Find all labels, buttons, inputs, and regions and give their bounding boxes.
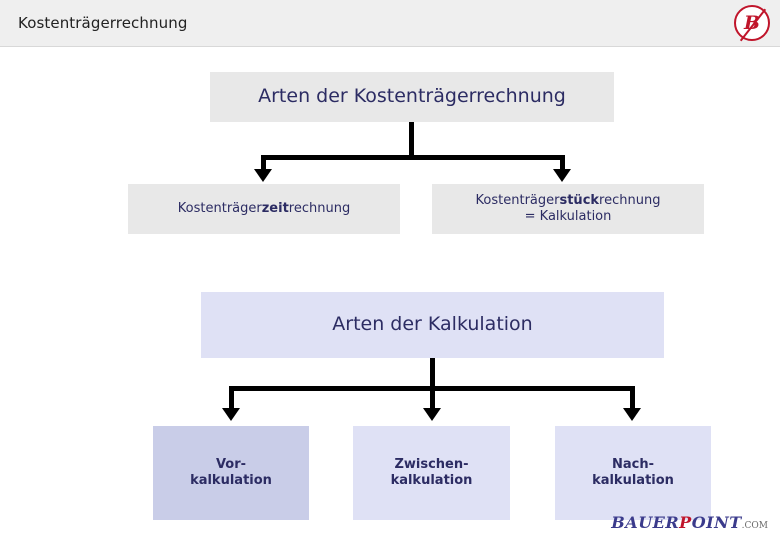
connector-drop-right-1 xyxy=(560,155,565,171)
bauerpoint-logo-icon: B xyxy=(734,5,770,42)
footer-brand-com: .COM xyxy=(741,521,768,531)
nachkalkulation-line2: kalkulation xyxy=(592,473,674,488)
box-vorkalkulation: Vor- kalkulation xyxy=(153,426,309,520)
footer-brand-p: P xyxy=(679,513,692,532)
kostentraegerstueckrechnung-line2: = Kalkulation xyxy=(524,209,612,224)
kostentraegerstueckrechnung-emphasis: stück xyxy=(559,192,600,208)
kostentraegerzeitrechnung-emphasis: zeit xyxy=(261,200,289,216)
kostentraegerzeitrechnung-suffix: rechnung xyxy=(288,200,351,216)
connector-stem-1 xyxy=(409,122,414,160)
kostentraegerstueckrechnung-prefix: Kostenträger xyxy=(475,192,560,208)
box-kostentraegerstueckrechnung: Kostenträgerstückrechnung = Kalkulation xyxy=(432,184,704,234)
footer-brand-bauer: BAUER xyxy=(611,513,680,532)
arrow-down-icon-right-2 xyxy=(623,408,641,421)
connector-drop-mid-2 xyxy=(430,358,435,410)
arrow-down-icon-mid-2 xyxy=(423,408,441,421)
arrow-down-icon-left-2 xyxy=(222,408,240,421)
title-box-arten-der-kalkulation: Arten der Kalkulation xyxy=(201,292,664,358)
footer-brand: BAUERPOINT.COM xyxy=(611,513,768,532)
arrow-down-icon-right-1 xyxy=(553,169,571,182)
connector-bar-1 xyxy=(261,155,565,160)
vorkalkulation-line2: kalkulation xyxy=(190,473,272,488)
connector-drop-right-2 xyxy=(630,386,635,410)
zwischenkalkulation-line1: Zwischen- xyxy=(394,456,469,472)
title-box-2-label: Arten der Kalkulation xyxy=(332,313,533,336)
arrow-down-icon-left-1 xyxy=(254,169,272,182)
nachkalkulation-line1: Nach- xyxy=(611,456,654,472)
kostentraegerstueckrechnung-suffix: rechnung xyxy=(599,192,661,208)
box-nachkalkulation: Nach- kalkulation xyxy=(555,426,711,520)
box-kostentraegerzeitrechnung: Kostenträgerzeitrechnung xyxy=(128,184,400,234)
kostentraegerzeitrechnung-prefix: Kostenträger xyxy=(177,200,262,216)
title-box-arten-der-kostentraegerrechnung: Arten der Kostenträgerrechnung xyxy=(210,72,614,122)
title-box-1-label: Arten der Kostenträgerrechnung xyxy=(258,85,566,108)
vorkalkulation-line1: Vor- xyxy=(215,456,247,472)
connector-drop-left-2 xyxy=(229,386,234,410)
header-bar: Kostenträgerrechnung B xyxy=(0,0,780,47)
box-zwischenkalkulation: Zwischen- kalkulation xyxy=(353,426,510,520)
page-title: Kostenträgerrechnung xyxy=(18,14,188,32)
connector-drop-left-1 xyxy=(261,155,266,171)
footer-brand-oint: OINT xyxy=(691,513,742,532)
zwischenkalkulation-line2: kalkulation xyxy=(390,473,473,488)
